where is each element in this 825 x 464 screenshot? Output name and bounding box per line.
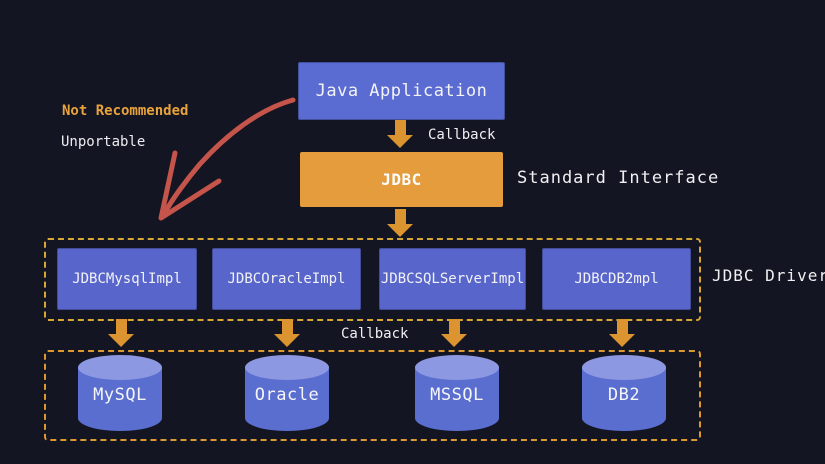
jdbc-node: JDBC — [300, 152, 503, 207]
driver-box-db2-impl: JDBCDB2mpl — [542, 248, 691, 310]
database-group: MySQL Oracle MSSQL DB2 — [44, 350, 701, 441]
database-cylinder-mssql: MSSQL — [415, 355, 499, 431]
not-recommended-label: Not Recommended — [62, 103, 189, 119]
jdbc-driver-label: JDBC Driver — [712, 266, 825, 285]
down-arrow-icon — [441, 319, 467, 347]
standard-interface-label: Standard Interface — [517, 168, 720, 188]
java-application-node: Java Application — [298, 62, 505, 120]
down-arrow-icon — [274, 319, 300, 347]
driver-box-oracle-impl: JDBCOracleImpl — [212, 248, 361, 310]
cylinder-top — [582, 355, 666, 380]
down-arrow-icon — [108, 319, 134, 347]
unportable-label: Unportable — [61, 134, 146, 150]
cylinder-top — [415, 355, 499, 380]
database-cylinder-mysql: MySQL — [78, 355, 162, 431]
database-label: Oracle — [254, 385, 320, 405]
database-label: DB2 — [607, 385, 641, 405]
database-cylinder-db2: DB2 — [582, 355, 666, 431]
database-label: MSSQL — [430, 385, 484, 405]
database-cylinder-oracle: Oracle — [245, 355, 329, 431]
jdbc-driver-group: JDBCMysqlImpl JDBCOracleImpl JDBCSQLServ… — [44, 238, 701, 321]
down-arrow-icon — [387, 209, 413, 237]
driver-box-sqlserver-impl: JDBCSQLServerImpl — [379, 248, 526, 310]
callback-label-top: Callback — [428, 127, 496, 143]
cylinder-top — [245, 355, 329, 380]
down-arrow-icon — [609, 319, 635, 347]
callback-label-bottom: Callback — [341, 326, 409, 342]
down-arrow-icon — [387, 120, 413, 148]
database-label: MySQL — [93, 385, 147, 405]
driver-box-mysql-impl: JDBCMysqlImpl — [57, 248, 197, 310]
cylinder-top — [78, 355, 162, 380]
